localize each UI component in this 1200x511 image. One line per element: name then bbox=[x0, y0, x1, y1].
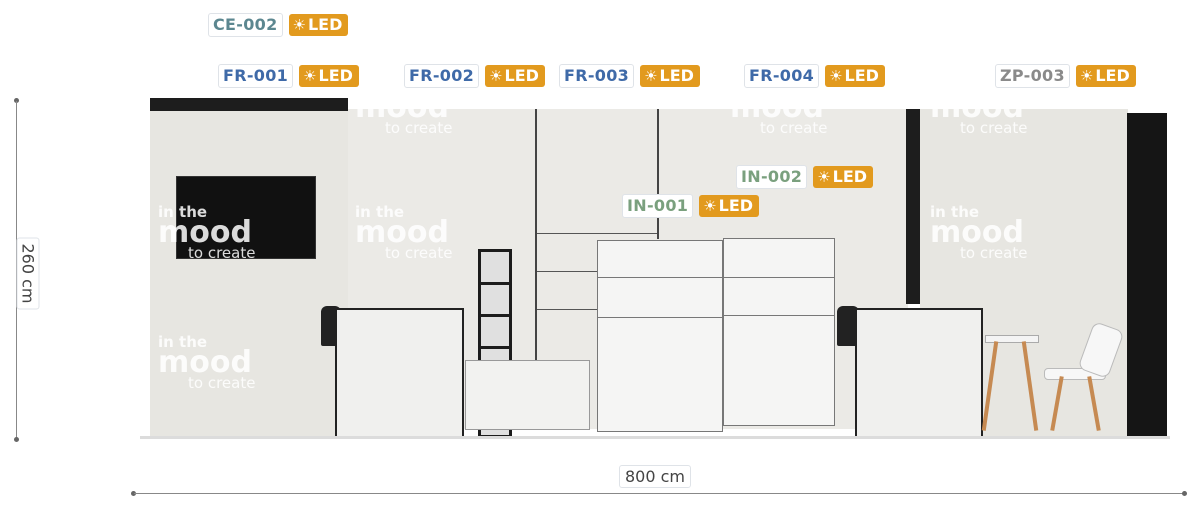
watermark-line2: mood bbox=[158, 215, 252, 250]
floor bbox=[140, 436, 1170, 439]
led-text: LED bbox=[307, 15, 343, 34]
watermark-line1: in the bbox=[930, 203, 980, 221]
watermark: mood to create bbox=[355, 90, 453, 137]
label-in-002: IN-002 ☀LED bbox=[736, 165, 874, 189]
led-text: LED bbox=[844, 66, 879, 85]
watermark-line3: to create bbox=[960, 244, 1028, 262]
panel-seam-1 bbox=[535, 109, 537, 424]
left-tower-header bbox=[150, 98, 348, 111]
label-code: FR-003 bbox=[559, 64, 635, 88]
watermark-line2: mood bbox=[930, 215, 1024, 250]
sun-icon: ☀ bbox=[1079, 67, 1094, 85]
led-badge: ☀LED bbox=[825, 65, 885, 87]
sun-icon: ☀ bbox=[644, 67, 658, 85]
watermark: mood to create bbox=[730, 90, 828, 137]
sun-icon: ☀ bbox=[703, 197, 717, 215]
label-code: FR-001 bbox=[218, 64, 294, 88]
counter-right bbox=[855, 308, 983, 438]
watermark-line1: in the bbox=[355, 203, 405, 221]
back-wall-shelf-line bbox=[537, 233, 657, 234]
label-fr-003: FR-003 ☀LED bbox=[559, 64, 700, 88]
left-tower bbox=[150, 98, 348, 438]
label-code: FR-002 bbox=[404, 64, 480, 88]
watermark-line2: mood bbox=[930, 90, 1024, 125]
led-text: LED bbox=[659, 66, 694, 85]
watermark: in the mood to create bbox=[930, 205, 1027, 261]
led-text: LED bbox=[1095, 66, 1130, 85]
watermark: in the mood to create bbox=[158, 205, 255, 261]
led-badge: ☀LED bbox=[485, 65, 545, 87]
sun-icon: ☀ bbox=[817, 168, 831, 186]
watermark-line2: mood bbox=[158, 345, 252, 380]
led-badge: ☀LED bbox=[288, 14, 349, 36]
sun-icon: ☀ bbox=[829, 67, 843, 85]
sun-icon: ☀ bbox=[489, 67, 503, 85]
watermark-line2: mood bbox=[355, 90, 449, 125]
led-text: LED bbox=[832, 167, 868, 186]
watermark-line3: to create bbox=[188, 374, 256, 392]
watermark: in the mood to create bbox=[158, 335, 255, 391]
led-text: LED bbox=[504, 66, 539, 85]
label-fr-004: FR-004 ☀LED bbox=[744, 64, 885, 88]
sun-icon: ☀ bbox=[303, 67, 317, 85]
label-code: CE-002 bbox=[208, 13, 283, 37]
watermark-line1: in the bbox=[158, 333, 208, 351]
watermark-line3: to create bbox=[188, 244, 256, 262]
sun-icon: ☀ bbox=[292, 16, 306, 34]
bar-stool-right bbox=[837, 306, 859, 346]
panel-seam-2 bbox=[657, 109, 659, 239]
led-text: LED bbox=[718, 196, 754, 215]
label-zp-003: ZP-003 ☀LED bbox=[995, 64, 1136, 88]
right-end-panel bbox=[1127, 113, 1167, 438]
label-fr-001: FR-001 ☀LED bbox=[218, 64, 359, 88]
led-badge: ☀LED bbox=[813, 166, 874, 188]
watermark-line2: mood bbox=[730, 90, 824, 125]
led-badge: ☀LED bbox=[1075, 65, 1136, 87]
watermark: in the mood to create bbox=[355, 205, 452, 261]
watermark-line3: to create bbox=[385, 244, 453, 262]
label-code: ZP-003 bbox=[995, 64, 1070, 88]
led-badge: ☀LED bbox=[640, 65, 700, 87]
low-table bbox=[465, 360, 590, 430]
label-code: IN-002 bbox=[736, 165, 808, 189]
watermark-line3: to create bbox=[760, 119, 828, 137]
led-text: LED bbox=[318, 66, 353, 85]
counter-left bbox=[335, 308, 464, 438]
watermark: mood to create bbox=[930, 90, 1028, 137]
label-in-001: IN-001 ☀LED bbox=[622, 194, 760, 218]
watermark-line3: to create bbox=[385, 119, 453, 137]
led-badge: ☀LED bbox=[699, 195, 760, 217]
label-code: FR-004 bbox=[744, 64, 820, 88]
watermark-line1: in the bbox=[158, 203, 208, 221]
watermark-line3: to create bbox=[960, 119, 1028, 137]
height-label: 260 cm bbox=[16, 237, 40, 310]
display-cabinet-right bbox=[723, 238, 835, 426]
label-fr-002: FR-002 ☀LED bbox=[404, 64, 545, 88]
label-code: IN-001 bbox=[622, 194, 694, 218]
side-table-top bbox=[985, 335, 1039, 343]
display-cabinet-left bbox=[597, 240, 723, 432]
width-label: 800 cm bbox=[619, 465, 692, 488]
led-badge: ☀LED bbox=[299, 65, 359, 87]
label-ce-002: CE-002 ☀LED bbox=[208, 13, 349, 37]
tv-screen bbox=[176, 176, 316, 259]
watermark-line2: mood bbox=[355, 215, 449, 250]
right-divider-post bbox=[906, 109, 920, 304]
